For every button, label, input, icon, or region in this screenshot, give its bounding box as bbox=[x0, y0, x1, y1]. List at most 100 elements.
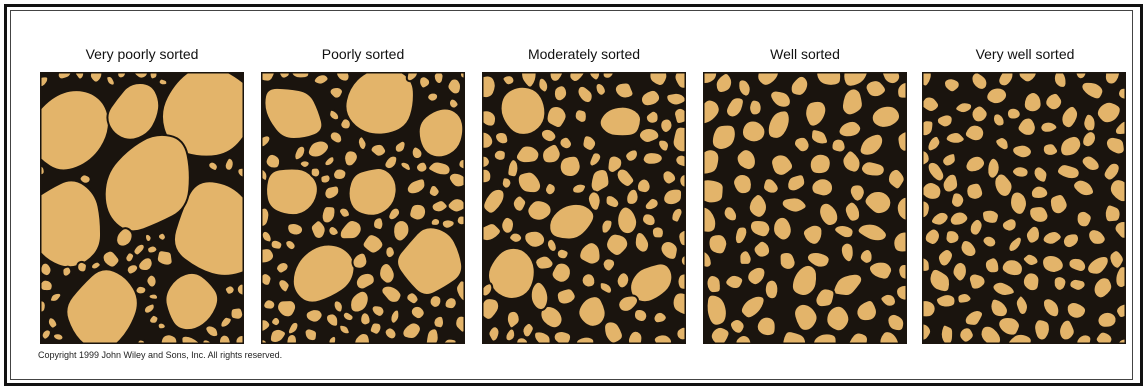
grain bbox=[953, 262, 967, 282]
grain bbox=[427, 93, 438, 102]
grain bbox=[501, 217, 514, 234]
grain bbox=[1083, 114, 1095, 132]
grain bbox=[603, 258, 616, 271]
grain bbox=[773, 217, 792, 241]
grain bbox=[305, 328, 317, 341]
grain bbox=[557, 288, 576, 304]
grain bbox=[149, 294, 159, 300]
grain bbox=[1043, 143, 1058, 156]
sediment-illustration bbox=[703, 72, 907, 344]
panel-moderately-sorted bbox=[482, 72, 686, 344]
panel-title-poorly-sorted: Poorly sorted bbox=[252, 46, 474, 62]
grain bbox=[1040, 122, 1057, 133]
grain bbox=[831, 139, 845, 153]
grain bbox=[412, 146, 423, 159]
grain bbox=[1054, 72, 1067, 88]
grain bbox=[674, 108, 686, 124]
panel-very-well-sorted bbox=[922, 72, 1126, 344]
grain bbox=[749, 100, 762, 116]
grain bbox=[53, 333, 63, 340]
grain bbox=[40, 263, 51, 276]
grain bbox=[625, 149, 638, 161]
grain bbox=[673, 127, 686, 153]
grain bbox=[945, 230, 959, 244]
grain bbox=[842, 88, 863, 115]
grain bbox=[146, 275, 156, 288]
grain bbox=[1002, 218, 1017, 231]
grain bbox=[545, 183, 556, 195]
grain bbox=[660, 118, 672, 133]
sediment-illustration bbox=[482, 72, 686, 344]
grain bbox=[595, 83, 605, 96]
grain bbox=[615, 83, 634, 99]
grain bbox=[1054, 276, 1067, 291]
grain bbox=[157, 250, 173, 265]
grain bbox=[730, 319, 745, 334]
grain bbox=[1007, 108, 1021, 120]
grain bbox=[225, 158, 234, 171]
grain bbox=[360, 312, 370, 325]
grain bbox=[482, 75, 496, 98]
grain bbox=[271, 317, 280, 326]
grain bbox=[501, 87, 546, 135]
grain bbox=[430, 295, 442, 308]
grain bbox=[936, 294, 956, 307]
grain bbox=[959, 327, 974, 342]
grain bbox=[277, 300, 296, 317]
grain bbox=[333, 168, 346, 179]
grain bbox=[600, 107, 641, 137]
panel-title-very-poorly-sorted: Very poorly sorted bbox=[31, 46, 253, 62]
grain bbox=[482, 110, 496, 126]
grain bbox=[419, 76, 430, 88]
grain bbox=[712, 125, 736, 150]
grain bbox=[637, 179, 651, 194]
grain bbox=[502, 177, 512, 188]
grain bbox=[433, 316, 444, 329]
grain bbox=[703, 149, 719, 174]
grain bbox=[80, 174, 91, 183]
grain bbox=[507, 159, 518, 177]
grain bbox=[662, 170, 676, 184]
grain bbox=[733, 174, 752, 194]
grain bbox=[861, 161, 885, 176]
grain bbox=[513, 195, 526, 211]
grain bbox=[135, 286, 146, 294]
grain bbox=[445, 297, 457, 309]
sediment-illustration bbox=[922, 72, 1126, 344]
grain bbox=[339, 208, 350, 218]
grain bbox=[158, 233, 166, 241]
grain bbox=[1059, 320, 1075, 341]
grain bbox=[429, 185, 440, 197]
grain bbox=[951, 192, 964, 207]
grain bbox=[552, 263, 571, 283]
grain bbox=[617, 272, 630, 288]
grain bbox=[922, 300, 936, 317]
grain bbox=[1029, 206, 1048, 223]
panel-title-very-well-sorted: Very well sorted bbox=[914, 46, 1136, 62]
grain bbox=[442, 219, 455, 228]
grain bbox=[385, 327, 397, 339]
grain bbox=[147, 245, 157, 253]
grain bbox=[922, 182, 941, 200]
grain bbox=[739, 250, 751, 265]
grain bbox=[320, 174, 330, 183]
grain bbox=[90, 72, 102, 83]
grain bbox=[225, 285, 235, 294]
grain bbox=[1010, 192, 1027, 215]
grain bbox=[329, 87, 343, 99]
grain bbox=[711, 327, 730, 344]
grain bbox=[1067, 302, 1086, 319]
grain bbox=[271, 240, 283, 250]
grain bbox=[626, 189, 638, 205]
grain bbox=[208, 162, 218, 171]
grain bbox=[582, 273, 596, 287]
grain bbox=[666, 93, 685, 106]
grain bbox=[993, 113, 1005, 126]
grain bbox=[944, 78, 960, 92]
grain bbox=[159, 79, 168, 86]
grain bbox=[628, 331, 642, 344]
grain bbox=[969, 273, 986, 289]
grain bbox=[642, 213, 656, 226]
grain bbox=[261, 248, 274, 263]
grain bbox=[40, 280, 53, 291]
